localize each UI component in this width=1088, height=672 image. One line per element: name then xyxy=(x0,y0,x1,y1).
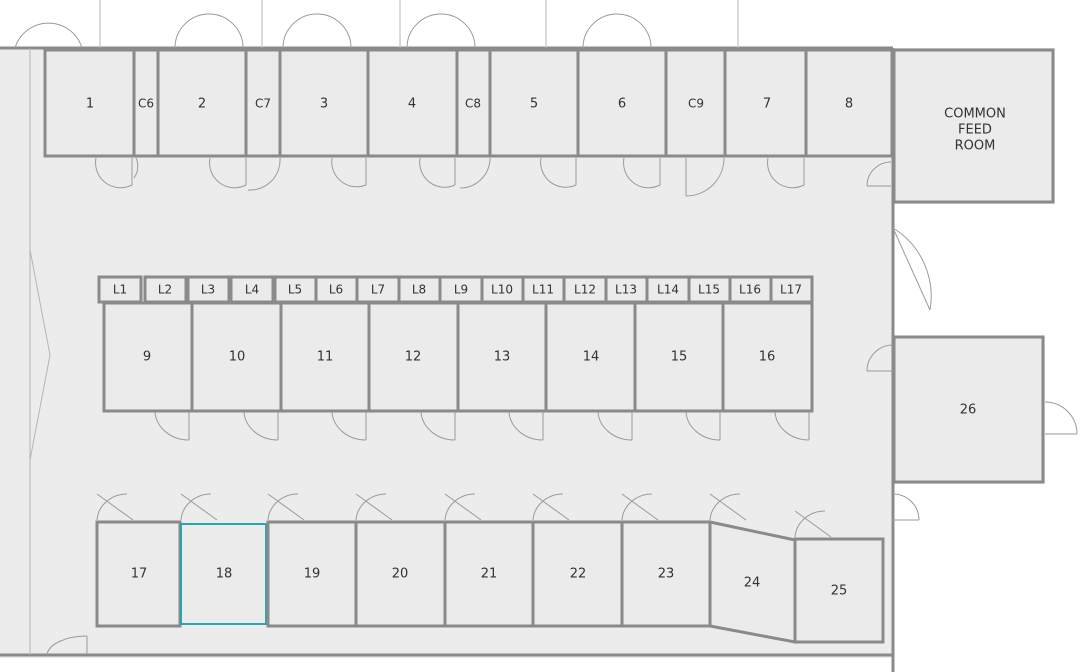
locker-l4-label: L4 xyxy=(245,283,259,297)
locker-l2-label: L2 xyxy=(158,283,172,297)
exterior-lines xyxy=(29,0,739,655)
stall-17[interactable] xyxy=(95,520,182,628)
feed-room-label-line3: ROOM xyxy=(955,139,996,154)
locker-l1[interactable] xyxy=(97,275,143,304)
stall-22-label: 22 xyxy=(570,567,587,582)
stall-18-selected[interactable] xyxy=(180,523,267,625)
stall-12-label: 12 xyxy=(405,350,422,365)
bottom-row-stalls: 17 18 19 20 21 22 23 24 25 xyxy=(95,520,885,644)
stall-22[interactable] xyxy=(531,520,624,628)
stall-25[interactable] xyxy=(793,537,885,644)
bottom-doors xyxy=(46,493,832,656)
locker-l15-label: L15 xyxy=(698,283,720,297)
locker-l8-label: L8 xyxy=(412,283,426,297)
cubicle-c9[interactable] xyxy=(664,48,727,158)
stall-11[interactable] xyxy=(279,301,371,413)
stall-11-label: 11 xyxy=(317,350,334,365)
stall-12[interactable] xyxy=(367,301,460,413)
middle-doors xyxy=(154,411,810,441)
cubicle-c7-label: C7 xyxy=(255,97,271,111)
locker-l2[interactable] xyxy=(143,275,188,304)
locker-l5-label: L5 xyxy=(288,283,302,297)
locker-l8[interactable] xyxy=(397,275,442,304)
stall-3[interactable] xyxy=(278,48,370,158)
stall-5[interactable] xyxy=(488,48,580,158)
stall-2-label: 2 xyxy=(198,97,206,112)
stall-15-label: 15 xyxy=(671,350,688,365)
room-26[interactable] xyxy=(892,335,1045,484)
stall-9[interactable] xyxy=(102,301,194,413)
stall-10[interactable] xyxy=(190,301,283,413)
stall-21[interactable] xyxy=(443,520,535,628)
stall-8[interactable] xyxy=(804,48,894,158)
room-26-label: 26 xyxy=(960,403,977,418)
stall-21-label: 21 xyxy=(481,567,498,582)
stall-13-label: 13 xyxy=(494,350,511,365)
top-doors xyxy=(14,13,892,197)
stall-14-label: 14 xyxy=(583,350,600,365)
stall-19-label: 19 xyxy=(304,567,321,582)
locker-l14[interactable] xyxy=(645,275,691,304)
locker-l11-label: L11 xyxy=(532,283,554,297)
middle-row-stalls: 9 10 11 12 13 14 15 16 xyxy=(102,301,814,413)
locker-l3-label: L3 xyxy=(201,283,215,297)
stall-4-label: 4 xyxy=(408,97,416,112)
cubicle-c8-label: C8 xyxy=(465,97,481,111)
stall-25-label: 25 xyxy=(831,584,848,599)
stall-6-label: 6 xyxy=(618,97,626,112)
locker-row: L1 L2 L3 L4 L5 L6 L7 L8 L9 L10 L11 L12 L… xyxy=(97,275,814,304)
stall-23-label: 23 xyxy=(658,567,675,582)
cubicle-c9-label: C9 xyxy=(688,97,704,111)
locker-l17-label: L17 xyxy=(780,283,802,297)
stall-19[interactable] xyxy=(266,520,358,628)
stall-3-label: 3 xyxy=(320,97,328,112)
stall-1-label: 1 xyxy=(86,97,94,112)
stall-17-label: 17 xyxy=(131,567,148,582)
locker-l16-label: L16 xyxy=(739,283,761,297)
stall-24-label: 24 xyxy=(744,576,761,591)
locker-l7-label: L7 xyxy=(371,283,385,297)
stall-4[interactable] xyxy=(366,48,459,158)
stall-5-label: 5 xyxy=(530,97,538,112)
stall-18-label: 18 xyxy=(216,567,233,582)
stall-14[interactable] xyxy=(544,301,637,413)
stall-23[interactable] xyxy=(620,520,712,628)
cubicle-c6[interactable] xyxy=(132,48,160,158)
stall-20-label: 20 xyxy=(392,567,409,582)
locker-l17[interactable] xyxy=(769,275,814,304)
top-row-stalls: 1 C6 2 C7 3 4 C8 5 6 C9 7 8 xyxy=(43,48,894,158)
locker-l1-label: L1 xyxy=(113,283,127,297)
stall-20[interactable] xyxy=(354,520,447,628)
cubicle-c8[interactable] xyxy=(455,48,492,158)
stall-2[interactable] xyxy=(156,48,248,158)
stall-8-label: 8 xyxy=(845,97,853,112)
locker-l13-label: L13 xyxy=(615,283,637,297)
locker-l12-label: L12 xyxy=(574,283,596,297)
locker-l3[interactable] xyxy=(186,275,231,304)
stall-7-label: 7 xyxy=(763,97,771,112)
feed-room-label-line1: COMMON xyxy=(944,107,1006,122)
feed-room-label-line2: FEED xyxy=(958,123,992,138)
stall-9-label: 9 xyxy=(143,350,151,365)
stall-7[interactable] xyxy=(723,48,808,158)
common-feed-room[interactable] xyxy=(892,48,1055,204)
locker-l6-label: L6 xyxy=(329,283,343,297)
stall-16[interactable] xyxy=(721,301,814,413)
stall-16-label: 16 xyxy=(759,350,776,365)
locker-l5[interactable] xyxy=(273,275,318,304)
locker-l10-label: L10 xyxy=(491,283,513,297)
stall-6[interactable] xyxy=(576,48,668,158)
cubicle-c6-label: C6 xyxy=(138,97,154,111)
stall-1[interactable] xyxy=(43,48,136,158)
locker-l14-label: L14 xyxy=(657,283,679,297)
right-doors xyxy=(866,227,1078,521)
locker-l9-label: L9 xyxy=(454,283,468,297)
stall-10-label: 10 xyxy=(229,350,246,365)
